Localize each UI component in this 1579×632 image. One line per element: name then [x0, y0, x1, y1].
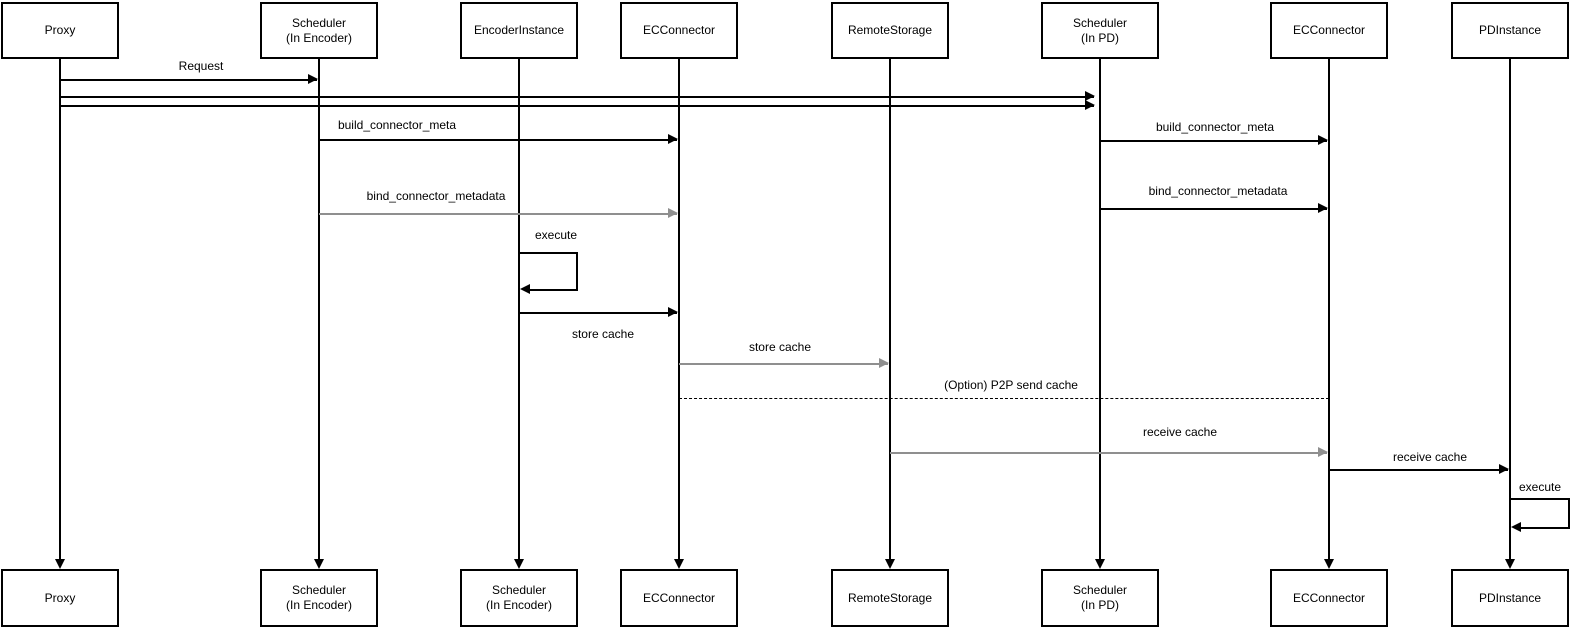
lifeline-encoder-instance	[518, 59, 520, 559]
participant-bottom-box-ecconnector-2: ECConnector	[1270, 569, 1388, 627]
message-line-bind-connector-metadata-pd	[1100, 208, 1327, 210]
self-message-bottom-execute-encoder	[529, 289, 578, 291]
self-message-side-execute-pd	[1568, 498, 1570, 529]
participant-top-box-ecconnector-1: ECConnector	[620, 2, 738, 59]
participant-top-box-remote-storage: RemoteStorage	[831, 2, 949, 59]
arrowhead-proxy-to-pd-scheduler-1	[1085, 91, 1095, 101]
arrowhead-proxy-to-pd-scheduler-2	[1085, 100, 1095, 110]
self-message-top-execute-pd	[1510, 498, 1570, 500]
participant-top-box-scheduler-encoder: Scheduler (In Encoder)	[260, 2, 378, 59]
lifeline-arrowhead-scheduler-pd	[1095, 559, 1105, 569]
message-line-proxy-to-pd-scheduler-1	[60, 96, 1094, 98]
message-label-build-connector-meta-pd: build_connector_meta	[1155, 120, 1275, 134]
message-line-request	[60, 79, 317, 81]
message-line-receive-cache-pd	[1329, 469, 1508, 471]
arrowhead-execute-encoder	[520, 284, 530, 294]
arrowhead-receive-cache-storage	[1318, 447, 1328, 457]
lifeline-pd-instance	[1509, 59, 1511, 559]
message-line-build-connector-meta-pd	[1100, 140, 1327, 142]
self-message-top-execute-encoder	[519, 252, 578, 254]
arrowhead-store-cache-encoder	[668, 307, 678, 317]
participant-bottom-box-scheduler-encoder: Scheduler (In Encoder)	[260, 569, 378, 627]
message-label-request: Request	[178, 59, 224, 73]
participant-bottom-box-remote-storage: RemoteStorage	[831, 569, 949, 627]
message-label-build-connector-meta-enc: build_connector_meta	[337, 118, 457, 132]
self-message-bottom-execute-pd	[1520, 527, 1570, 529]
lifeline-ecconnector-2	[1328, 59, 1330, 559]
arrowhead-store-cache-remote	[879, 358, 889, 368]
message-label-store-cache-encoder: store cache	[571, 327, 635, 341]
participant-top-box-proxy: Proxy	[1, 2, 119, 59]
arrowhead-build-connector-meta-pd	[1318, 135, 1328, 145]
arrowhead-receive-cache-pd	[1499, 464, 1509, 474]
lifeline-arrowhead-proxy	[55, 559, 65, 569]
self-message-side-execute-encoder	[576, 252, 578, 291]
message-line-store-cache-encoder	[519, 312, 677, 314]
participant-top-box-scheduler-pd: Scheduler (In PD)	[1041, 2, 1159, 59]
message-label-store-cache-remote: store cache	[748, 340, 812, 354]
lifeline-scheduler-pd	[1099, 59, 1101, 559]
participant-top-box-encoder-instance: EncoderInstance	[460, 2, 578, 59]
message-line-proxy-to-pd-scheduler-2	[60, 105, 1094, 107]
message-label-execute-encoder: execute	[534, 228, 578, 242]
arrowhead-execute-pd	[1511, 522, 1521, 532]
message-line-store-cache-remote	[679, 363, 888, 365]
message-label-execute-pd: execute	[1518, 480, 1562, 494]
message-label-bind-connector-metadata-enc: bind_connector_metadata	[366, 189, 506, 203]
lifeline-arrowhead-ecconnector-1	[674, 559, 684, 569]
lifeline-arrowhead-pd-instance	[1505, 559, 1515, 569]
message-label-receive-cache-storage: receive cache	[1142, 425, 1218, 439]
lifeline-scheduler-encoder	[318, 59, 320, 559]
message-label-receive-cache-pd: receive cache	[1392, 450, 1468, 464]
message-line-bind-connector-metadata-enc	[319, 213, 677, 215]
message-line-build-connector-meta-enc	[319, 139, 677, 141]
lifeline-proxy	[59, 59, 61, 559]
participant-bottom-box-ecconnector-1: ECConnector	[620, 569, 738, 627]
arrowhead-build-connector-meta-enc	[668, 134, 678, 144]
lifeline-remote-storage	[889, 59, 891, 559]
message-label-bind-connector-metadata-pd: bind_connector_metadata	[1148, 184, 1288, 198]
lifeline-arrowhead-remote-storage	[885, 559, 895, 569]
message-line-p2p-send-cache	[679, 398, 1329, 399]
participant-bottom-box-proxy: Proxy	[1, 569, 119, 627]
participant-bottom-box-scheduler-pd: Scheduler (In PD)	[1041, 569, 1159, 627]
participant-top-box-pd-instance: PDInstance	[1451, 2, 1569, 59]
participant-bottom-box-encoder-instance: Scheduler (In Encoder)	[460, 569, 578, 627]
message-line-receive-cache-storage	[890, 452, 1327, 454]
arrowhead-bind-connector-metadata-pd	[1318, 203, 1328, 213]
lifeline-arrowhead-encoder-instance	[514, 559, 524, 569]
participant-bottom-box-pd-instance: PDInstance	[1451, 569, 1569, 627]
lifeline-arrowhead-ecconnector-2	[1324, 559, 1334, 569]
lifeline-arrowhead-scheduler-encoder	[314, 559, 324, 569]
participant-top-box-ecconnector-2: ECConnector	[1270, 2, 1388, 59]
lifeline-ecconnector-1	[678, 59, 680, 559]
arrowhead-request	[308, 74, 318, 84]
arrowhead-bind-connector-metadata-enc	[668, 208, 678, 218]
message-label-p2p-send-cache: (Option) P2P send cache	[944, 378, 1078, 392]
